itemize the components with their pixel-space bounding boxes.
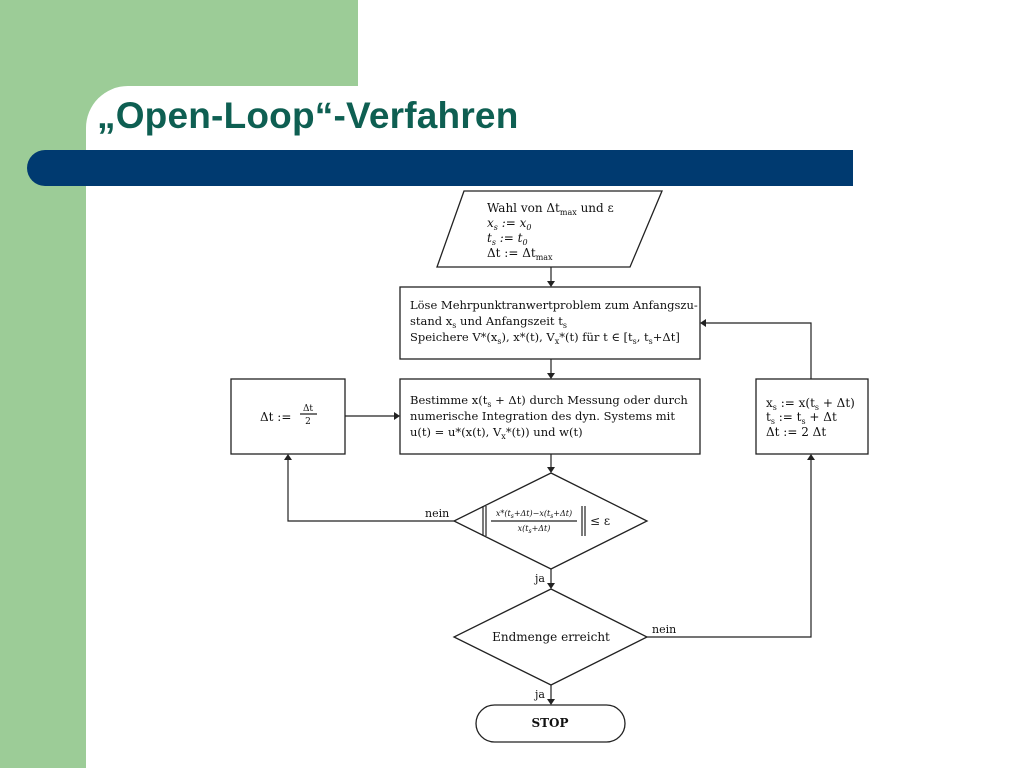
init-line-2: xs := x0: [487, 216, 531, 232]
determine-line-2: numerische Integration des dyn. Systems …: [410, 409, 675, 423]
determine-line-3: u(t) = u*(x(t), Vx*(t)) und w(t): [410, 425, 583, 441]
edge-label-cond-no: nein: [425, 507, 449, 520]
edge-update-solve: [706, 322, 812, 379]
halve-lhs: Δt :=: [260, 410, 291, 424]
halve-denominator: 2: [305, 417, 311, 427]
halve-numerator: Δt: [303, 404, 313, 414]
solve-line-1: Löse Mehrpunktranwertproblem zum Anfangs…: [410, 298, 698, 312]
stop-terminal: [475, 704, 626, 743]
solve-line-3: Speichere V*(xs), x*(t), Vx*(t) für t ∈ …: [410, 330, 680, 346]
slide-title: „Open-Loop“-Verfahren: [97, 95, 519, 136]
update-line-3: Δt := 2 Δt: [766, 425, 826, 439]
edge-endcheck-no: [647, 460, 812, 638]
condition-numerator: x*(ts+Δt)−x(ts+Δt): [496, 509, 572, 520]
update-box: [755, 378, 869, 455]
init-line-3: ts := t0: [487, 231, 528, 247]
determine-box: [399, 378, 701, 455]
condition-rhs: ≤ ε: [590, 514, 610, 528]
init-parallelogram: [436, 190, 663, 268]
edge-label-end-no: nein: [652, 623, 676, 636]
edge-condition-no: [287, 460, 454, 522]
title-underline-bar: [27, 150, 853, 186]
solve-box: [399, 286, 701, 360]
determine-line-1: Bestimme x(ts + Δt) durch Messung oder d…: [410, 393, 688, 409]
edge-label-end-yes: ja: [533, 688, 545, 701]
init-line-4: Δt := Δtmax: [487, 246, 553, 262]
solve-line-2: stand xs und Anfangszeit ts: [410, 314, 567, 330]
update-line-1: xs := x(ts + Δt): [766, 396, 855, 412]
stop-label: STOP: [531, 716, 568, 730]
init-line-1: Wahl von Δtmax und ε: [487, 201, 614, 217]
endcheck-label: Endmenge erreicht: [492, 630, 610, 644]
condition-denominator: x(ts+Δt): [518, 524, 551, 535]
edge-label-cond-yes: ja: [533, 572, 545, 585]
update-line-2: ts := ts + Δt: [766, 410, 837, 426]
